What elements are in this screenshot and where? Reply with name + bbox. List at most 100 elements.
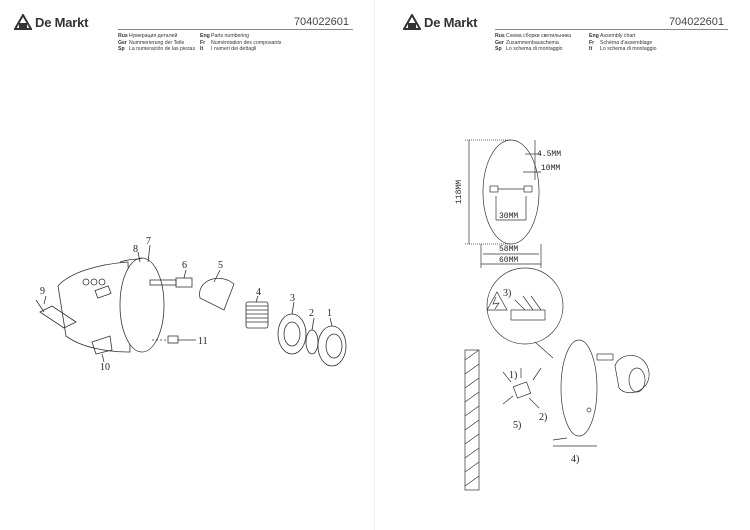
leader-line <box>43 295 47 305</box>
document-number: 704022601 <box>668 16 724 28</box>
dimension-118mm: 118MM <box>455 180 464 204</box>
socket-thread <box>246 305 268 323</box>
wall-plate <box>560 339 598 437</box>
dimension-4-5mm: 4.5MM <box>537 150 561 159</box>
disc-edge <box>119 257 143 263</box>
push-arrow <box>552 437 568 441</box>
document-number: 704022601 <box>293 16 349 28</box>
leader-line <box>183 269 187 279</box>
label-row: EngAssembly chart <box>589 33 636 39</box>
arm-joint <box>175 277 193 288</box>
leader-line <box>291 301 295 315</box>
wires <box>514 295 542 311</box>
wall-disc <box>119 257 165 353</box>
back-plate-outline <box>482 139 540 245</box>
wall <box>464 349 480 491</box>
lamp-socket <box>245 301 269 329</box>
mounting-bracket <box>39 305 77 329</box>
step-3: 3) <box>503 288 511 299</box>
assembly-chart-page: De Markt 704022601 RusСхема сборки свети… <box>375 0 750 530</box>
step-2: 2) <box>539 412 547 423</box>
callout-10: 10 <box>100 362 110 373</box>
electric-warning-icon <box>486 291 508 311</box>
leader-line <box>101 353 105 363</box>
leader-line <box>147 244 151 263</box>
header-rule <box>118 29 353 30</box>
leader-line <box>311 317 315 331</box>
exploded-parts-diagram: 1 2 3 4 5 6 7 8 9 10 11 <box>35 236 347 373</box>
dimension-60mm: 60MM <box>499 256 518 265</box>
brand-logo: De Markt <box>403 14 478 30</box>
screw <box>167 335 179 344</box>
front-cap-inner <box>325 333 343 359</box>
callout-5: 5 <box>218 260 223 271</box>
page-divider <box>374 0 375 530</box>
leader-line <box>213 269 221 283</box>
spotlight-lens <box>628 367 646 393</box>
detail-leader <box>534 341 554 359</box>
callout-11: 11 <box>198 336 208 347</box>
shade <box>199 278 235 311</box>
wiring-detail-circle <box>486 267 564 345</box>
brand-name: De Markt <box>424 14 478 30</box>
label-row: RusНумерация деталей <box>118 33 178 39</box>
dimension-30mm: 30MM <box>499 212 518 221</box>
callout-1: 1 <box>327 308 332 319</box>
label-row: EngParts numbering <box>200 33 250 39</box>
wall-hatching <box>464 349 480 487</box>
callout-8: 8 <box>133 244 138 255</box>
bracket-screw <box>35 299 45 313</box>
dimension-58mm: 58MM <box>499 245 518 254</box>
terminal-strip <box>510 309 546 321</box>
callout-6: 6 <box>182 260 187 271</box>
leader-line <box>255 295 259 303</box>
header-rule <box>495 29 728 30</box>
callout-4: 4 <box>256 287 261 298</box>
terminal-block <box>94 285 112 299</box>
lightning-bolt <box>492 296 500 310</box>
retaining-ring-inner <box>283 321 301 347</box>
parts-numbering-page: De Markt 704022601 RusНумерация деталей … <box>14 14 353 373</box>
step-1: 1) <box>509 370 517 381</box>
leader-line <box>137 251 141 263</box>
nut <box>82 278 90 286</box>
callout-2: 2 <box>309 308 314 319</box>
callout-7: 7 <box>146 236 151 247</box>
wire-clip <box>91 335 113 355</box>
mounting-bracket <box>512 381 532 399</box>
nut <box>98 278 106 286</box>
back-plate <box>57 261 131 353</box>
step-4: 4) <box>571 454 579 465</box>
callout-3: 3 <box>290 293 295 304</box>
step-5: 5) <box>513 420 521 431</box>
label-row: RusСхема сборки светильника <box>495 33 572 39</box>
mount-slot <box>523 185 533 193</box>
arm <box>596 353 614 361</box>
spotlight-head <box>614 355 650 393</box>
brand-name: De Markt <box>35 14 89 30</box>
brand-logo: De Markt <box>14 14 89 30</box>
mount-slot <box>489 185 499 193</box>
fixing-screw <box>586 407 592 413</box>
callout-9: 9 <box>40 286 45 297</box>
assembly-diagram: 4.5MM 10MM 118MM 30MM 58MM 60MM 1) 2) 3)… <box>455 139 650 491</box>
washer <box>305 329 319 355</box>
nut <box>90 278 98 286</box>
brand-logo-icon <box>403 14 421 30</box>
leader-line <box>329 317 333 327</box>
brand-logo-icon <box>14 14 32 30</box>
bracket-screws <box>502 367 542 409</box>
retaining-ring <box>277 313 307 355</box>
